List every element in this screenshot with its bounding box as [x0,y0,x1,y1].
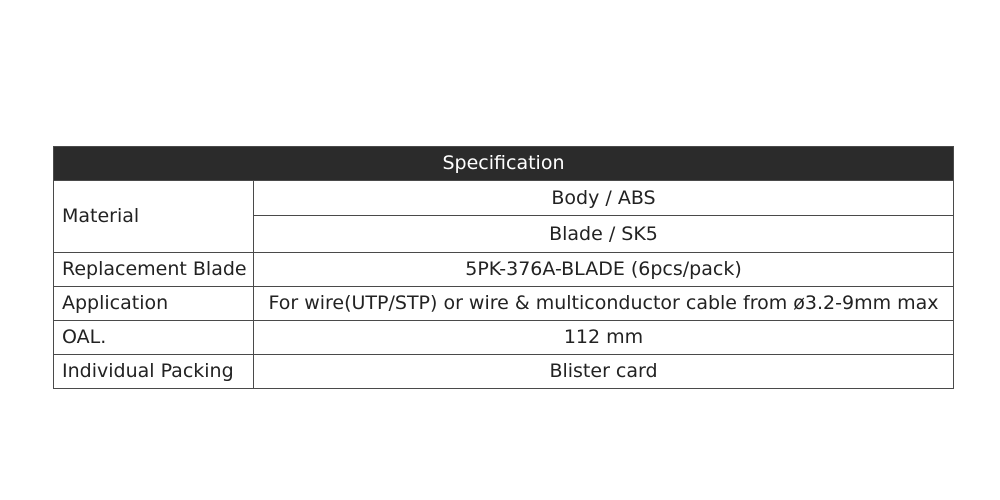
table-header-row: Specification [53,146,954,181]
row-label-material: Material [53,180,254,253]
table-row-material: Material Body / ABS [53,180,954,253]
table-row-individual-packing: Individual Packing Blister card [53,354,954,389]
specification-table: Specification Material Body / ABS Blade … [53,146,954,389]
row-label-replacement-blade: Replacement Blade [53,252,254,287]
row-value-material-body: Body / ABS [253,180,954,216]
row-value-application: For wire(UTP/STP) or wire & multiconduct… [253,286,954,321]
row-value-material-blade: Blade / SK5 [253,215,954,253]
row-label-application: Application [53,286,254,321]
row-value-individual-packing: Blister card [253,354,954,389]
row-value-oal: 112 mm [253,320,954,355]
table-row-application: Application For wire(UTP/STP) or wire & … [53,286,954,321]
row-label-oal: OAL. [53,320,254,355]
row-label-individual-packing: Individual Packing [53,354,254,389]
table-row-replacement-blade: Replacement Blade 5PK-376A-BLADE (6pcs/p… [53,252,954,287]
table-row-material-blade: Blade / SK5 [54,215,954,253]
table-title: Specification [53,146,954,181]
row-value-replacement-blade: 5PK-376A-BLADE (6pcs/pack) [253,252,954,287]
table-row-oal: OAL. 112 mm [53,320,954,355]
